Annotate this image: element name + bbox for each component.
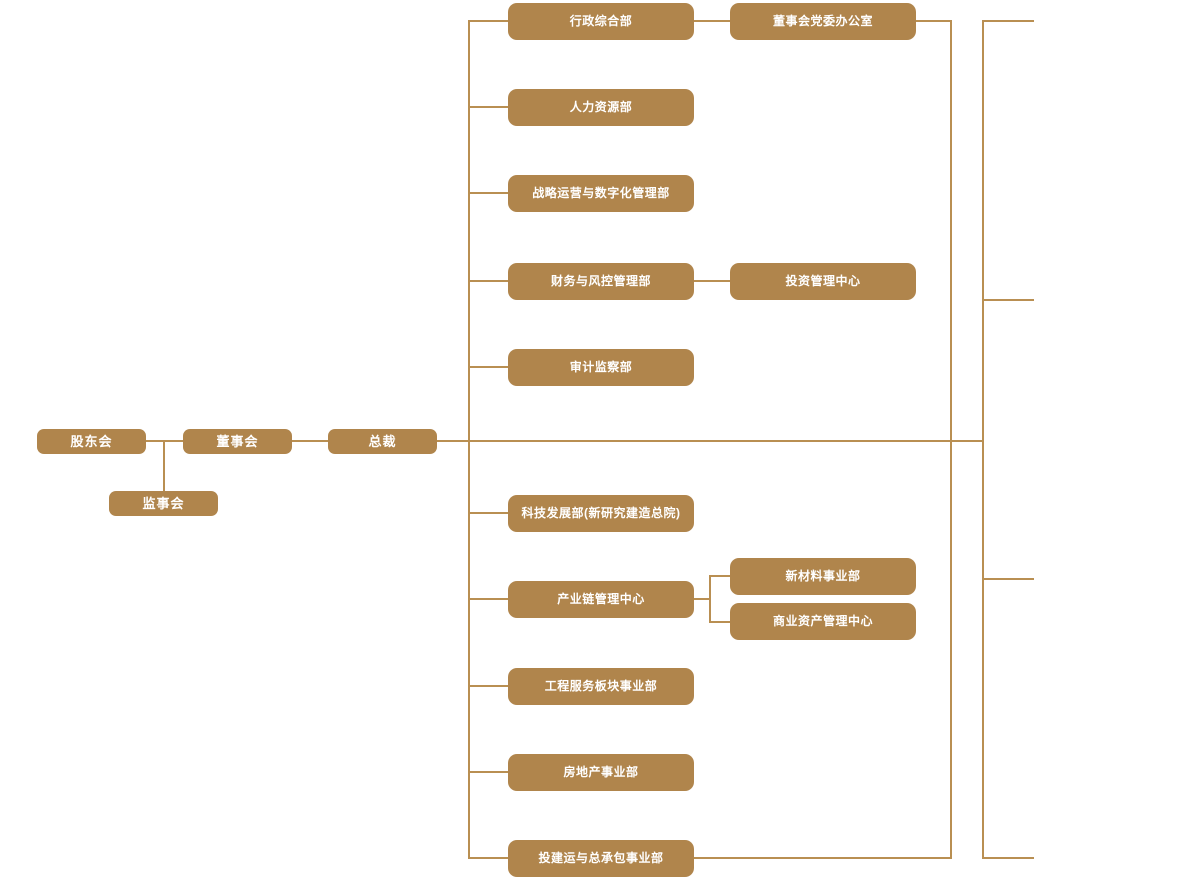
node-dept-real-estate: 房地产事业部 xyxy=(508,754,694,791)
node-dept-hr: 人力资源部 xyxy=(508,89,694,126)
connector-stub-investbuild xyxy=(468,857,508,859)
node-investment-center: 投资管理中心 xyxy=(730,263,916,300)
connector-stub-hr xyxy=(468,106,508,108)
node-dept-finance-risk: 财务与风控管理部 xyxy=(508,263,694,300)
connector-stub-tech xyxy=(468,512,508,514)
connector-right-spine xyxy=(982,20,984,859)
connector-stub-chain xyxy=(468,598,508,600)
node-dept-audit: 审计监察部 xyxy=(508,349,694,386)
connector-right-stub-2 xyxy=(982,299,1034,301)
connector-investbuild-right xyxy=(694,857,952,859)
connector-stub-admin xyxy=(468,20,508,22)
connector-branch-commercial xyxy=(709,621,730,623)
node-board: 董事会 xyxy=(183,429,292,454)
node-dept-tech-dev: 科技发展部(新研究建造总院) xyxy=(508,495,694,532)
connector-dept-spine xyxy=(468,20,470,859)
connector-right-stub-1 xyxy=(982,20,1034,22)
connector-right-bracket xyxy=(950,20,952,859)
node-dept-industry-chain: 产业链管理中心 xyxy=(508,581,694,618)
node-supervisory: 监事会 xyxy=(109,491,218,516)
connector-chain-branch-spine xyxy=(709,575,711,623)
connector-stub-audit xyxy=(468,366,508,368)
connector-stub-realestate xyxy=(468,771,508,773)
connector-right-stub-4 xyxy=(982,857,1034,859)
connector-chain-branch-stem xyxy=(694,598,711,600)
node-dept-admin: 行政综合部 xyxy=(508,3,694,40)
connector-right-stub-3 xyxy=(982,578,1034,580)
connector-stub-strategy xyxy=(468,192,508,194)
node-dept-strategy-digital: 战略运营与数字化管理部 xyxy=(508,175,694,212)
node-party-office: 董事会党委办公室 xyxy=(730,3,916,40)
connector-stub-engineering xyxy=(468,685,508,687)
connector-partyoffice-right xyxy=(916,20,952,22)
connector-president-main xyxy=(437,440,984,442)
node-commercial-assets: 商业资产管理中心 xyxy=(730,603,916,640)
connector-supervisory-drop xyxy=(163,441,165,491)
connector-admin-partyoffice xyxy=(694,20,730,22)
node-dept-invest-build-epc: 投建运与总承包事业部 xyxy=(508,840,694,877)
node-new-materials: 新材料事业部 xyxy=(730,558,916,595)
node-president: 总裁 xyxy=(328,429,437,454)
node-dept-engineering-services: 工程服务板块事业部 xyxy=(508,668,694,705)
connector-stub-finance xyxy=(468,280,508,282)
connector-branch-newmaterials xyxy=(709,575,730,577)
node-shareholders: 股东会 xyxy=(37,429,146,454)
connector-finance-investcenter xyxy=(694,280,730,282)
connector-board-president xyxy=(291,440,328,442)
